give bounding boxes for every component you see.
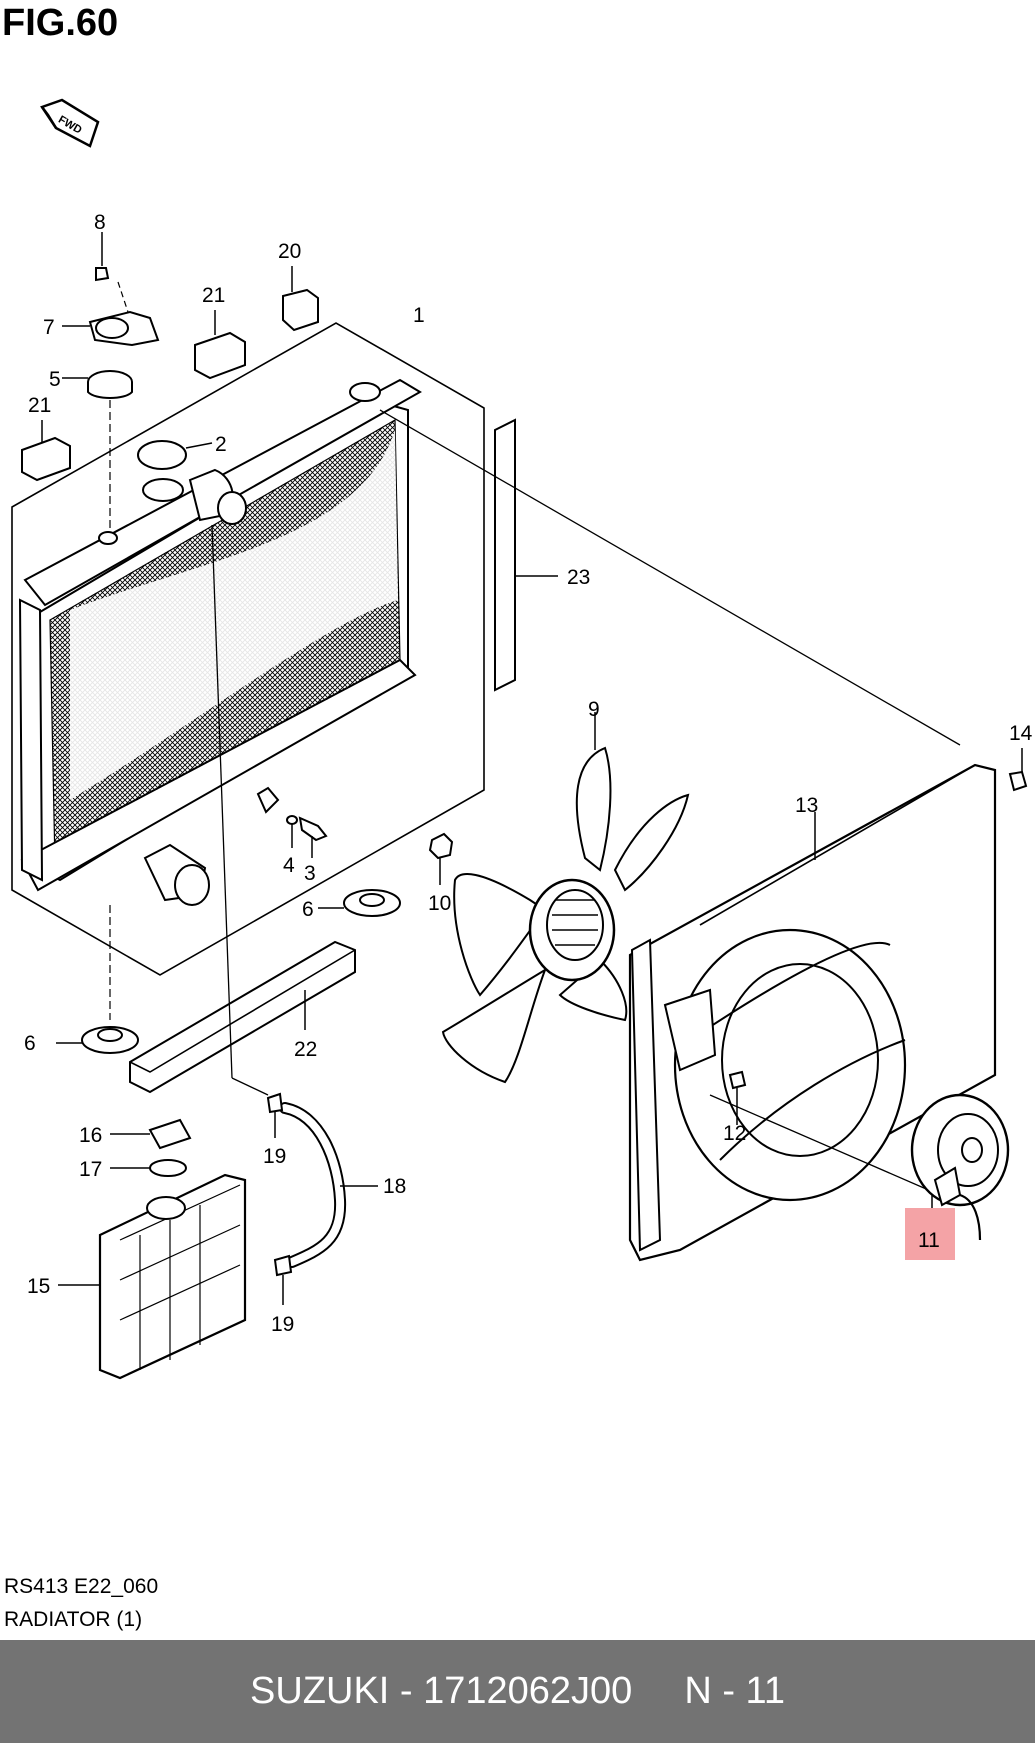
part-label: 6 xyxy=(302,898,314,921)
radiator-exploded-diagram: FWD xyxy=(11,98,1033,1380)
part-label: 17 xyxy=(79,1158,102,1181)
part-label: 19 xyxy=(263,1145,286,1168)
part-label-highlighted: 11 xyxy=(918,1229,940,1252)
cushion-block xyxy=(21,420,71,482)
part-label: 19 xyxy=(271,1313,294,1336)
part-label: 18 xyxy=(383,1175,406,1198)
part-label: 5 xyxy=(49,368,61,391)
radiator-core xyxy=(18,378,422,892)
radiator-outline xyxy=(11,322,485,976)
part-label: 8 xyxy=(94,211,106,234)
part-label: 23 xyxy=(567,566,590,589)
part-label: 20 xyxy=(278,240,301,263)
support-bar xyxy=(129,940,356,1094)
radiator-filler-neck xyxy=(98,382,381,545)
part-label: 16 xyxy=(79,1124,102,1147)
footer-ref: N - 11 xyxy=(684,1670,785,1712)
part-label: 14 xyxy=(1009,722,1033,745)
footer-part-number: SUZUKI - 1712062J00 xyxy=(250,1670,633,1712)
screw-icon xyxy=(728,1070,747,1125)
drain-plug xyxy=(256,786,328,858)
part-label: 21 xyxy=(28,394,51,417)
radiator-cap xyxy=(137,440,213,470)
bolt-icon xyxy=(1008,748,1028,792)
part-label: 10 xyxy=(428,892,451,915)
part-label: 1 xyxy=(413,304,425,327)
hose-clip xyxy=(266,1092,284,1138)
nut-icon xyxy=(428,832,454,885)
part-label: 21 xyxy=(202,284,225,307)
part-label: 2 xyxy=(215,433,227,456)
part-label: 12 xyxy=(723,1122,746,1145)
figure-title: FIG.60 xyxy=(2,2,119,44)
footer-bar: SUZUKI - 1712062J00 N - 11 xyxy=(0,1640,1035,1743)
rubber-cushion-lower xyxy=(318,889,401,917)
part-label: 9 xyxy=(588,698,600,721)
cushion-block xyxy=(194,310,246,380)
seal-strip xyxy=(494,418,558,692)
overflow-hose xyxy=(279,1102,378,1268)
part-label: 6 xyxy=(24,1032,36,1055)
part-label: 22 xyxy=(294,1038,317,1061)
fan-shroud xyxy=(628,763,997,1262)
lower-outlet-pipe xyxy=(143,843,210,906)
part-label: 3 xyxy=(304,862,316,885)
mounting-bracket xyxy=(62,310,160,347)
fan-motor xyxy=(910,1093,1010,1241)
cooling-fan xyxy=(441,712,690,1084)
part-label: 13 xyxy=(795,794,818,817)
hose-clip xyxy=(273,1254,293,1305)
bolt-icon xyxy=(95,232,129,313)
part-label: 15 xyxy=(27,1275,50,1298)
reservoir-tank xyxy=(58,1173,247,1380)
cushion-block xyxy=(282,266,319,332)
rubber-cushion-upper xyxy=(62,370,133,528)
highlight-box xyxy=(905,1208,955,1260)
part-label: 7 xyxy=(43,316,55,339)
reservoir-cap xyxy=(110,1118,192,1150)
diagram-name: RADIATOR (1) xyxy=(4,1608,143,1631)
part-label: 4 xyxy=(283,854,295,877)
rubber-cushion-lower xyxy=(56,905,139,1054)
fwd-arrow-icon: FWD xyxy=(40,98,100,148)
reservoir-seal xyxy=(110,1159,187,1177)
diagram-code: RS413 E22_060 xyxy=(4,1575,159,1598)
